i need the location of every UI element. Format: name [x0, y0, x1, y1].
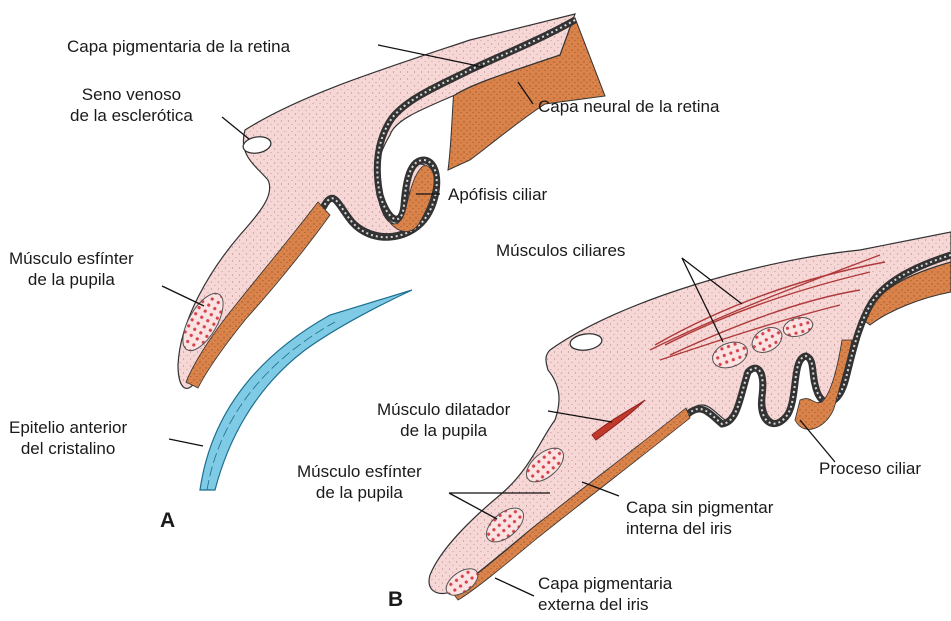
label-ciliary-muscles: Músculos ciliares: [496, 240, 625, 261]
label-neural-layer-retina: Capa neural de la retina: [538, 96, 719, 117]
label-sphincter-muscle-a: Músculo esfínter de la pupila: [9, 248, 134, 290]
label-pigment-layer-retina: Capa pigmentaria de la retina: [67, 36, 290, 57]
panel-letter-a: A: [160, 509, 175, 533]
label-outer-pigment-layer: Capa pigmentaria externa del iris: [538, 573, 672, 615]
label-lens-epithelium: Epitelio anterior del cristalino: [9, 417, 127, 459]
label-inner-unpigmented-layer: Capa sin pigmentar interna del iris: [626, 497, 773, 539]
label-ciliary-apophysis: Apófisis ciliar: [448, 184, 547, 205]
label-ciliary-process: Proceso ciliar: [819, 458, 921, 479]
label-sphincter-muscle-b: Músculo esfínter de la pupila: [297, 461, 422, 503]
label-scleral-venous-sinus: Seno venoso de la esclerótica: [70, 84, 193, 126]
label-dilator-muscle: Músculo dilatador de la pupila: [377, 399, 510, 441]
panel-letter-b: B: [388, 588, 403, 612]
